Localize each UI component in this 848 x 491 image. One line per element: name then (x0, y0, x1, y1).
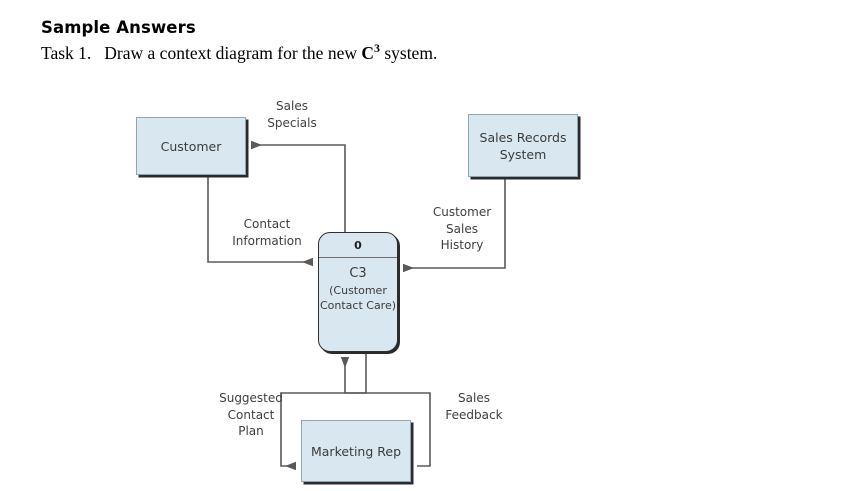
flow-line-sales-feedback (340, 356, 431, 467)
entity-marketing-rep[interactable]: Marketing Rep (301, 420, 411, 482)
task-text-after: system. (379, 43, 438, 63)
process-header: 0 (319, 233, 397, 258)
task-line: Task 1. Draw a context diagram for the ne… (41, 42, 801, 64)
process-body: C3 (Customer Contact Care) (319, 258, 397, 313)
connector-layer (207, 140, 506, 471)
flow-label-sales-specials: Sales Specials (267, 99, 317, 130)
flow-line-contact-information (207, 177, 314, 267)
flow-line-customer-sales-history (402, 179, 506, 273)
task-number: Task 1. (41, 43, 92, 63)
flow-label-contact-information: Contact Information (232, 217, 302, 248)
task-text-before: Draw a context diagram for the new (104, 43, 362, 63)
flow-label-suggested-contact-plan: Suggested Contact Plan (219, 391, 283, 438)
flow-line-sales-specials (250, 140, 346, 232)
flow-label-customer-sales-history: Customer Sales History (432, 205, 492, 252)
process-number: 0 (354, 238, 362, 252)
flow-label-sales-feedback: Sales Feedback (445, 391, 503, 422)
context-diagram: Customer Sales Records System Marketing … (0, 84, 848, 491)
header-block: Sample Answers Task 1. Draw a context dia… (41, 18, 801, 64)
entity-sales-records-system[interactable]: Sales Records System (468, 114, 578, 177)
process-name: C3 (349, 266, 367, 281)
flow-line-suggested-contact-plan (280, 352, 367, 471)
process-subtitle: (Customer Contact Care) (319, 284, 397, 312)
process-c3[interactable]: 0 C3 (Customer Contact Care) (318, 232, 398, 352)
system-name-letter: C (361, 43, 374, 63)
entity-customer-label: Customer (160, 138, 222, 154)
entity-customer[interactable]: Customer (136, 117, 246, 175)
entity-sales-records-system-label: Sales Records System (479, 129, 567, 162)
system-name-superscript: 3 (374, 41, 380, 56)
entity-marketing-rep-label: Marketing Rep (310, 443, 402, 459)
system-name: C3 (361, 41, 380, 63)
page-title: Sample Answers (41, 18, 196, 37)
